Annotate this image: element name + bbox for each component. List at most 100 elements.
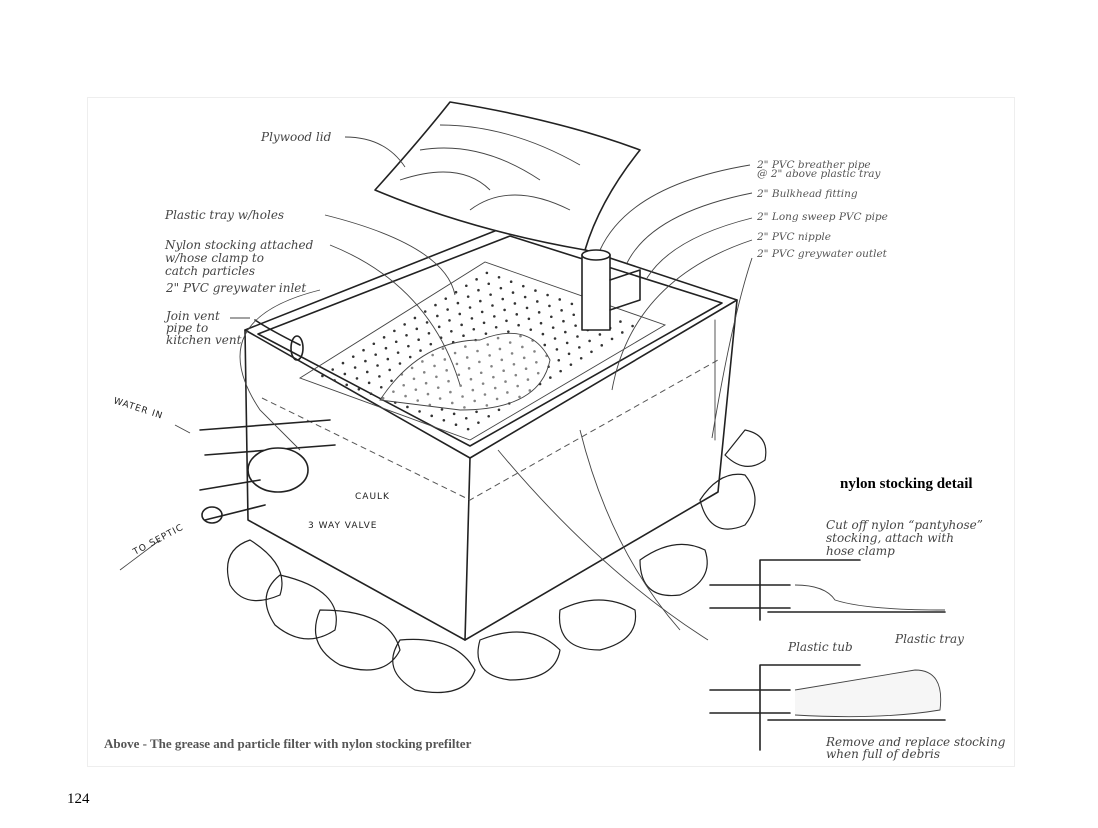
tray-hole	[488, 354, 491, 357]
tray-hole	[447, 379, 450, 383]
tray-hole	[551, 326, 555, 329]
tray-hole	[539, 321, 543, 325]
tray-hole	[396, 351, 400, 354]
tray-hole	[562, 319, 565, 323]
tray-hole	[510, 352, 514, 355]
tray-hole	[481, 382, 485, 385]
tray-hole	[434, 303, 437, 307]
tray-hole	[382, 336, 386, 339]
plastic-tray	[298, 261, 667, 441]
tray-hole	[436, 314, 439, 318]
tray-hole	[497, 276, 501, 279]
tray-hole	[588, 339, 591, 343]
label-nylon-1: Nylon stocking attached	[164, 238, 314, 252]
tray-hole	[576, 335, 579, 338]
tray-hole	[374, 353, 377, 356]
tray-hole	[514, 373, 518, 377]
tray-hole	[438, 397, 442, 400]
tray-hole	[376, 364, 379, 367]
tray-hole	[491, 304, 494, 307]
tray-hole	[416, 399, 419, 402]
tray-hole	[430, 414, 434, 418]
tray-hole	[558, 298, 562, 301]
tray-hole	[509, 280, 513, 284]
tray-hole	[572, 313, 576, 317]
tray-hole	[499, 286, 503, 290]
tray-hole	[496, 336, 500, 340]
label-plastic-tray: Plastic tray w/holes	[164, 208, 284, 222]
tray-hole	[457, 373, 461, 377]
label-caulk: CAULK	[355, 492, 390, 502]
tray-hole	[425, 321, 429, 324]
tray-hole	[470, 317, 474, 320]
tray-hole	[436, 386, 440, 389]
tray-hole	[367, 381, 371, 385]
label-outlet: 2" PVC greywater outlet	[756, 248, 888, 260]
tray-hole	[466, 427, 470, 431]
tray-hole	[441, 347, 445, 350]
tray-hole	[475, 410, 478, 414]
tray-hole	[498, 347, 502, 351]
tray-hole	[517, 323, 520, 327]
tray-hole	[507, 330, 510, 333]
tray-hole	[462, 334, 465, 337]
tray-hole	[378, 375, 381, 378]
tray-hole	[508, 341, 512, 344]
tray-hole	[321, 374, 324, 378]
tray-hole	[394, 340, 398, 344]
tray-hole	[493, 386, 497, 390]
tray-hole	[415, 327, 419, 331]
tray-hole	[423, 310, 427, 313]
tray-hole	[364, 359, 367, 363]
label-long-sweep: 2" Long sweep PVC pipe	[756, 211, 888, 223]
tray-hole	[503, 308, 506, 312]
label-vent-2: pipe to	[166, 321, 208, 335]
tray-hole	[421, 360, 424, 363]
tray-hole	[600, 344, 604, 347]
tray-hole	[598, 333, 602, 336]
tray-hole	[333, 379, 336, 382]
tray-hole	[468, 306, 472, 309]
figure-caption: Above - The grease and particle filter w…	[104, 736, 472, 751]
tray-hole	[355, 377, 359, 380]
tray-hole	[479, 299, 482, 303]
tray-hole	[567, 352, 571, 356]
tray-hole	[564, 330, 567, 334]
rocks	[226, 429, 767, 694]
tray-hole	[555, 348, 559, 351]
tray-hole	[515, 313, 519, 316]
tray-hole	[413, 316, 417, 320]
tray-hole	[501, 297, 505, 301]
label-water-in: WATER IN	[112, 396, 164, 421]
figure-frame	[87, 97, 1015, 767]
tray-hole	[565, 341, 569, 345]
tray-hole	[543, 343, 547, 347]
tray-hole	[485, 271, 489, 275]
tray-hole	[527, 317, 531, 321]
tray-hole	[486, 343, 490, 346]
nylon-stocking-detail-drawing	[709, 559, 946, 751]
tray-hole	[529, 328, 533, 331]
tray-hole	[487, 414, 490, 418]
detail-plastic-tub: Plastic tub	[787, 640, 853, 654]
tray-hole	[528, 389, 532, 392]
tray-hole	[453, 351, 457, 355]
tray-hole	[465, 284, 468, 288]
tray-hole	[487, 282, 491, 286]
detail-cut-2: stocking, attach with	[826, 531, 954, 545]
tray-hole	[435, 375, 438, 379]
detail-cut-3: hose clamp	[826, 544, 895, 558]
label-bulkhead: 2" Bulkhead fitting	[756, 188, 858, 200]
tray-hole	[461, 395, 464, 398]
detail-cut-1: Cut off nylon “pantyhose”	[826, 518, 983, 532]
detail-remove-1: Remove and replace stocking	[825, 735, 1006, 749]
label-nylon-3: catch particles	[165, 264, 255, 278]
tray-hole	[523, 295, 527, 299]
tray-hole	[458, 312, 462, 316]
tray-hole	[449, 390, 452, 394]
tray-hole	[418, 410, 421, 413]
tray-hole	[522, 356, 526, 360]
tray-hole	[494, 325, 498, 329]
tray-hole	[351, 355, 355, 358]
